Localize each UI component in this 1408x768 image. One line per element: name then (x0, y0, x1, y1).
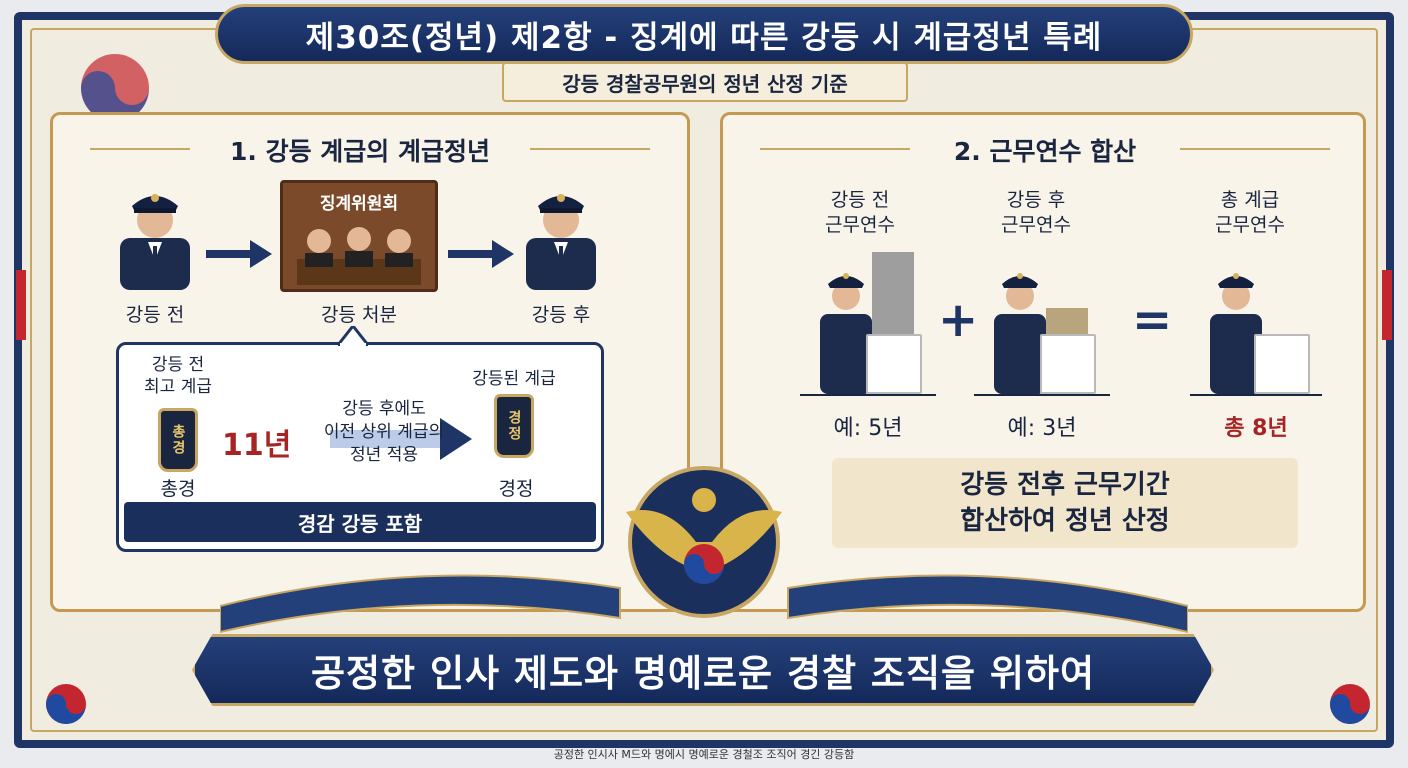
result-line2: 합산하여 정년 산정 (960, 506, 1170, 536)
right-panel-heading: 2. 근무연수 합산 (953, 137, 1137, 166)
subtitle-bar: 강등 경찰공무원의 정년 산정 기준 (502, 62, 908, 102)
ornament-line (90, 148, 190, 150)
taegeuk-flag-icon (81, 54, 149, 122)
result-line1: 강등 전후 근무기간 (960, 469, 1170, 500)
officer-after-icon (526, 194, 596, 290)
before-years-header-line1: 강등 전 (830, 189, 890, 211)
equals-sign: = (1132, 292, 1173, 348)
superintendent-insignia: 경정 (494, 394, 534, 458)
baseline (974, 394, 1110, 396)
top-rank-label-line1: 강등 전 (151, 355, 205, 375)
officer-icon (1210, 273, 1262, 394)
taegeuk-flag-icon (1330, 684, 1370, 724)
document-icon (1040, 334, 1096, 394)
ornament-line (760, 148, 910, 150)
after-years-header: 강등 후 근무연수 (976, 188, 1096, 237)
arrow-right-icon (206, 240, 272, 268)
before-years-bar (872, 252, 914, 336)
title-banner: 제30조(정년) 제2항 - 징계에 따른 강등 시 계급정년 특례 (215, 4, 1193, 64)
retention-note-line3: 정년 적용 (350, 444, 418, 465)
chief-superintendent-insignia: 총경 (158, 408, 198, 472)
ornament-line (1180, 148, 1330, 150)
top-rank-name: 총경 (160, 478, 196, 500)
top-rank-label-line2: 최고 계급 (144, 377, 212, 398)
after-demotion-label: 강등 후 (531, 304, 591, 326)
officer-icon (994, 273, 1046, 394)
disciplinary-committee: 징계위원회 (280, 180, 438, 292)
bottom-slogan: 공정한 인사 제도와 명예로운 경찰 조직을 위하여 (310, 652, 1096, 695)
plus-sign: + (938, 292, 979, 348)
demoted-rank-name: 경정 (498, 478, 534, 500)
committee-members-icon (297, 227, 421, 285)
total-years-header-line2: 근무연수 (1215, 213, 1285, 236)
retention-note-line2: 이전 상위 계급의 (323, 421, 445, 442)
taegeuk-flag-icon (46, 684, 86, 724)
total-years-header-line1: 총 계급 (1220, 189, 1280, 211)
example-before-years: 예: 5년 (833, 416, 903, 441)
retention-note: 강등 후에도 이전 상위 계급의 정년 적용 (300, 398, 468, 467)
callout-footer-bar: 경감 강등 포함 (124, 502, 596, 542)
footer-caption: 공정한 인시사 M드와 명에시 명예로운 경철조 조직어 경긴 강등함 (553, 748, 855, 761)
left-panel-heading: 1. 강등 계급의 계급정년 (229, 137, 490, 166)
example-after-years: 예: 3년 (1007, 416, 1077, 441)
baseline (800, 394, 936, 396)
document-icon (1254, 334, 1310, 394)
top-rank-label: 강등 전 최고 계급 (130, 354, 226, 398)
after-years-bar (1046, 308, 1088, 336)
retention-note-line1: 강등 후에도 (342, 399, 426, 419)
total-years-header: 총 계급 근무연수 (1190, 188, 1310, 237)
police-emblem-icon (626, 466, 782, 618)
callout-footer-text: 경감 강등 포함 (297, 511, 423, 536)
officer-before-icon (120, 194, 190, 290)
demotion-disposition-label: 강등 처분 (321, 304, 397, 326)
officer-icon (820, 273, 872, 394)
retirement-years: 11년 (222, 428, 292, 463)
demoted-rank-label: 강등된 계급 (472, 369, 556, 389)
after-years-header-line2: 근무연수 (1001, 213, 1071, 236)
ornament-line (530, 148, 650, 150)
before-demotion-label: 강등 전 (125, 304, 185, 326)
document-icon (866, 334, 922, 394)
baseline (1190, 394, 1322, 396)
long-arrow-icon (330, 418, 472, 460)
left-red-stripe (16, 270, 26, 340)
arrow-right-icon (448, 240, 514, 268)
after-years-header-line1: 강등 후 (1006, 189, 1066, 211)
bottom-slogan-banner: 공정한 인사 제도와 명예로운 경찰 조직을 위하여 (192, 634, 1214, 706)
page-title: 제30조(정년) 제2항 - 징계에 따른 강등 시 계급정년 특례 (305, 19, 1103, 56)
blue-ribbon (220, 574, 1188, 634)
callout-pointer (338, 326, 368, 346)
page-subtitle: 강등 경찰공무원의 정년 산정 기준 (562, 71, 848, 96)
right-red-stripe (1382, 270, 1392, 340)
committee-title: 징계위원회 (319, 194, 399, 214)
before-years-header-line2: 근무연수 (825, 213, 895, 236)
before-years-header: 강등 전 근무연수 (800, 188, 920, 237)
result-summary-box: 강등 전후 근무기간 합산하여 정년 산정 (832, 458, 1298, 548)
example-total-years: 총 8년 (1224, 416, 1288, 441)
